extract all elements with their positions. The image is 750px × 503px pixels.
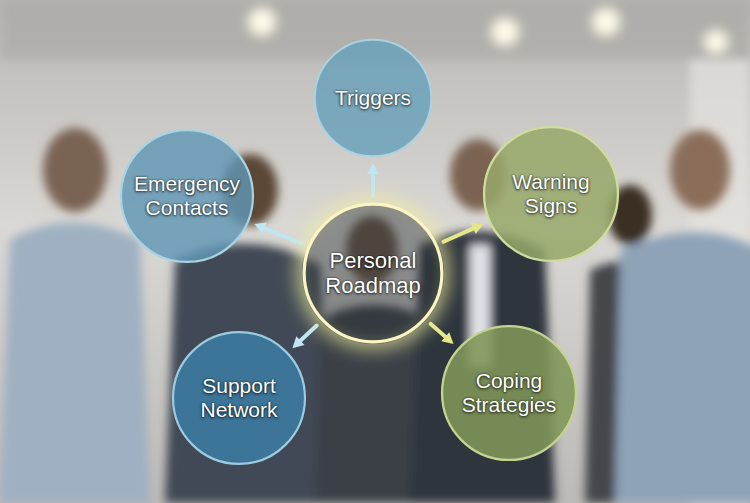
topic-circle: Emergency Contacts (119, 128, 255, 264)
circle-shape (484, 127, 618, 261)
arrow-connector (367, 163, 379, 196)
arrow-line (263, 227, 302, 243)
arrow-head (441, 332, 453, 344)
circle-shape (121, 130, 253, 262)
arrow-connector (431, 324, 454, 344)
circle-shape (442, 326, 576, 460)
arrow-line (371, 172, 375, 196)
arrow-head (254, 223, 266, 234)
node-label: Warning Signs (496, 170, 606, 218)
circle-shape (304, 204, 442, 342)
text-wrap: Support Network (185, 374, 294, 422)
arrow-connector (292, 326, 316, 349)
arrow-line (299, 326, 317, 343)
circle-shape (173, 332, 305, 464)
text-wrap: Triggers (325, 86, 421, 110)
arrow-connector (443, 223, 483, 242)
arrow-line (443, 228, 475, 242)
arrow-head (471, 223, 483, 234)
node-label: Triggers (325, 86, 421, 110)
arrow-connector (254, 223, 301, 244)
center-circle: Personal Roadmap (302, 202, 444, 344)
arrow-head (367, 163, 379, 174)
node-label: Emergency Contacts (133, 172, 242, 220)
text-wrap: Coping Strategies (454, 369, 564, 417)
arrow-line (431, 324, 447, 338)
node-label: Support Network (185, 374, 294, 422)
arrow-head (292, 336, 304, 348)
node-label: Coping Strategies (454, 369, 564, 417)
topic-circle: Support Network (171, 330, 307, 466)
text-wrap: Emergency Contacts (133, 172, 242, 220)
node-label: Personal Roadmap (316, 248, 430, 299)
topic-circle: Coping Strategies (440, 324, 578, 462)
text-wrap: Warning Signs (496, 170, 606, 218)
topic-circle: Triggers (313, 38, 433, 158)
text-wrap: Personal Roadmap (316, 248, 430, 299)
circle-shape (315, 40, 431, 156)
topic-circle: Warning Signs (482, 125, 620, 263)
